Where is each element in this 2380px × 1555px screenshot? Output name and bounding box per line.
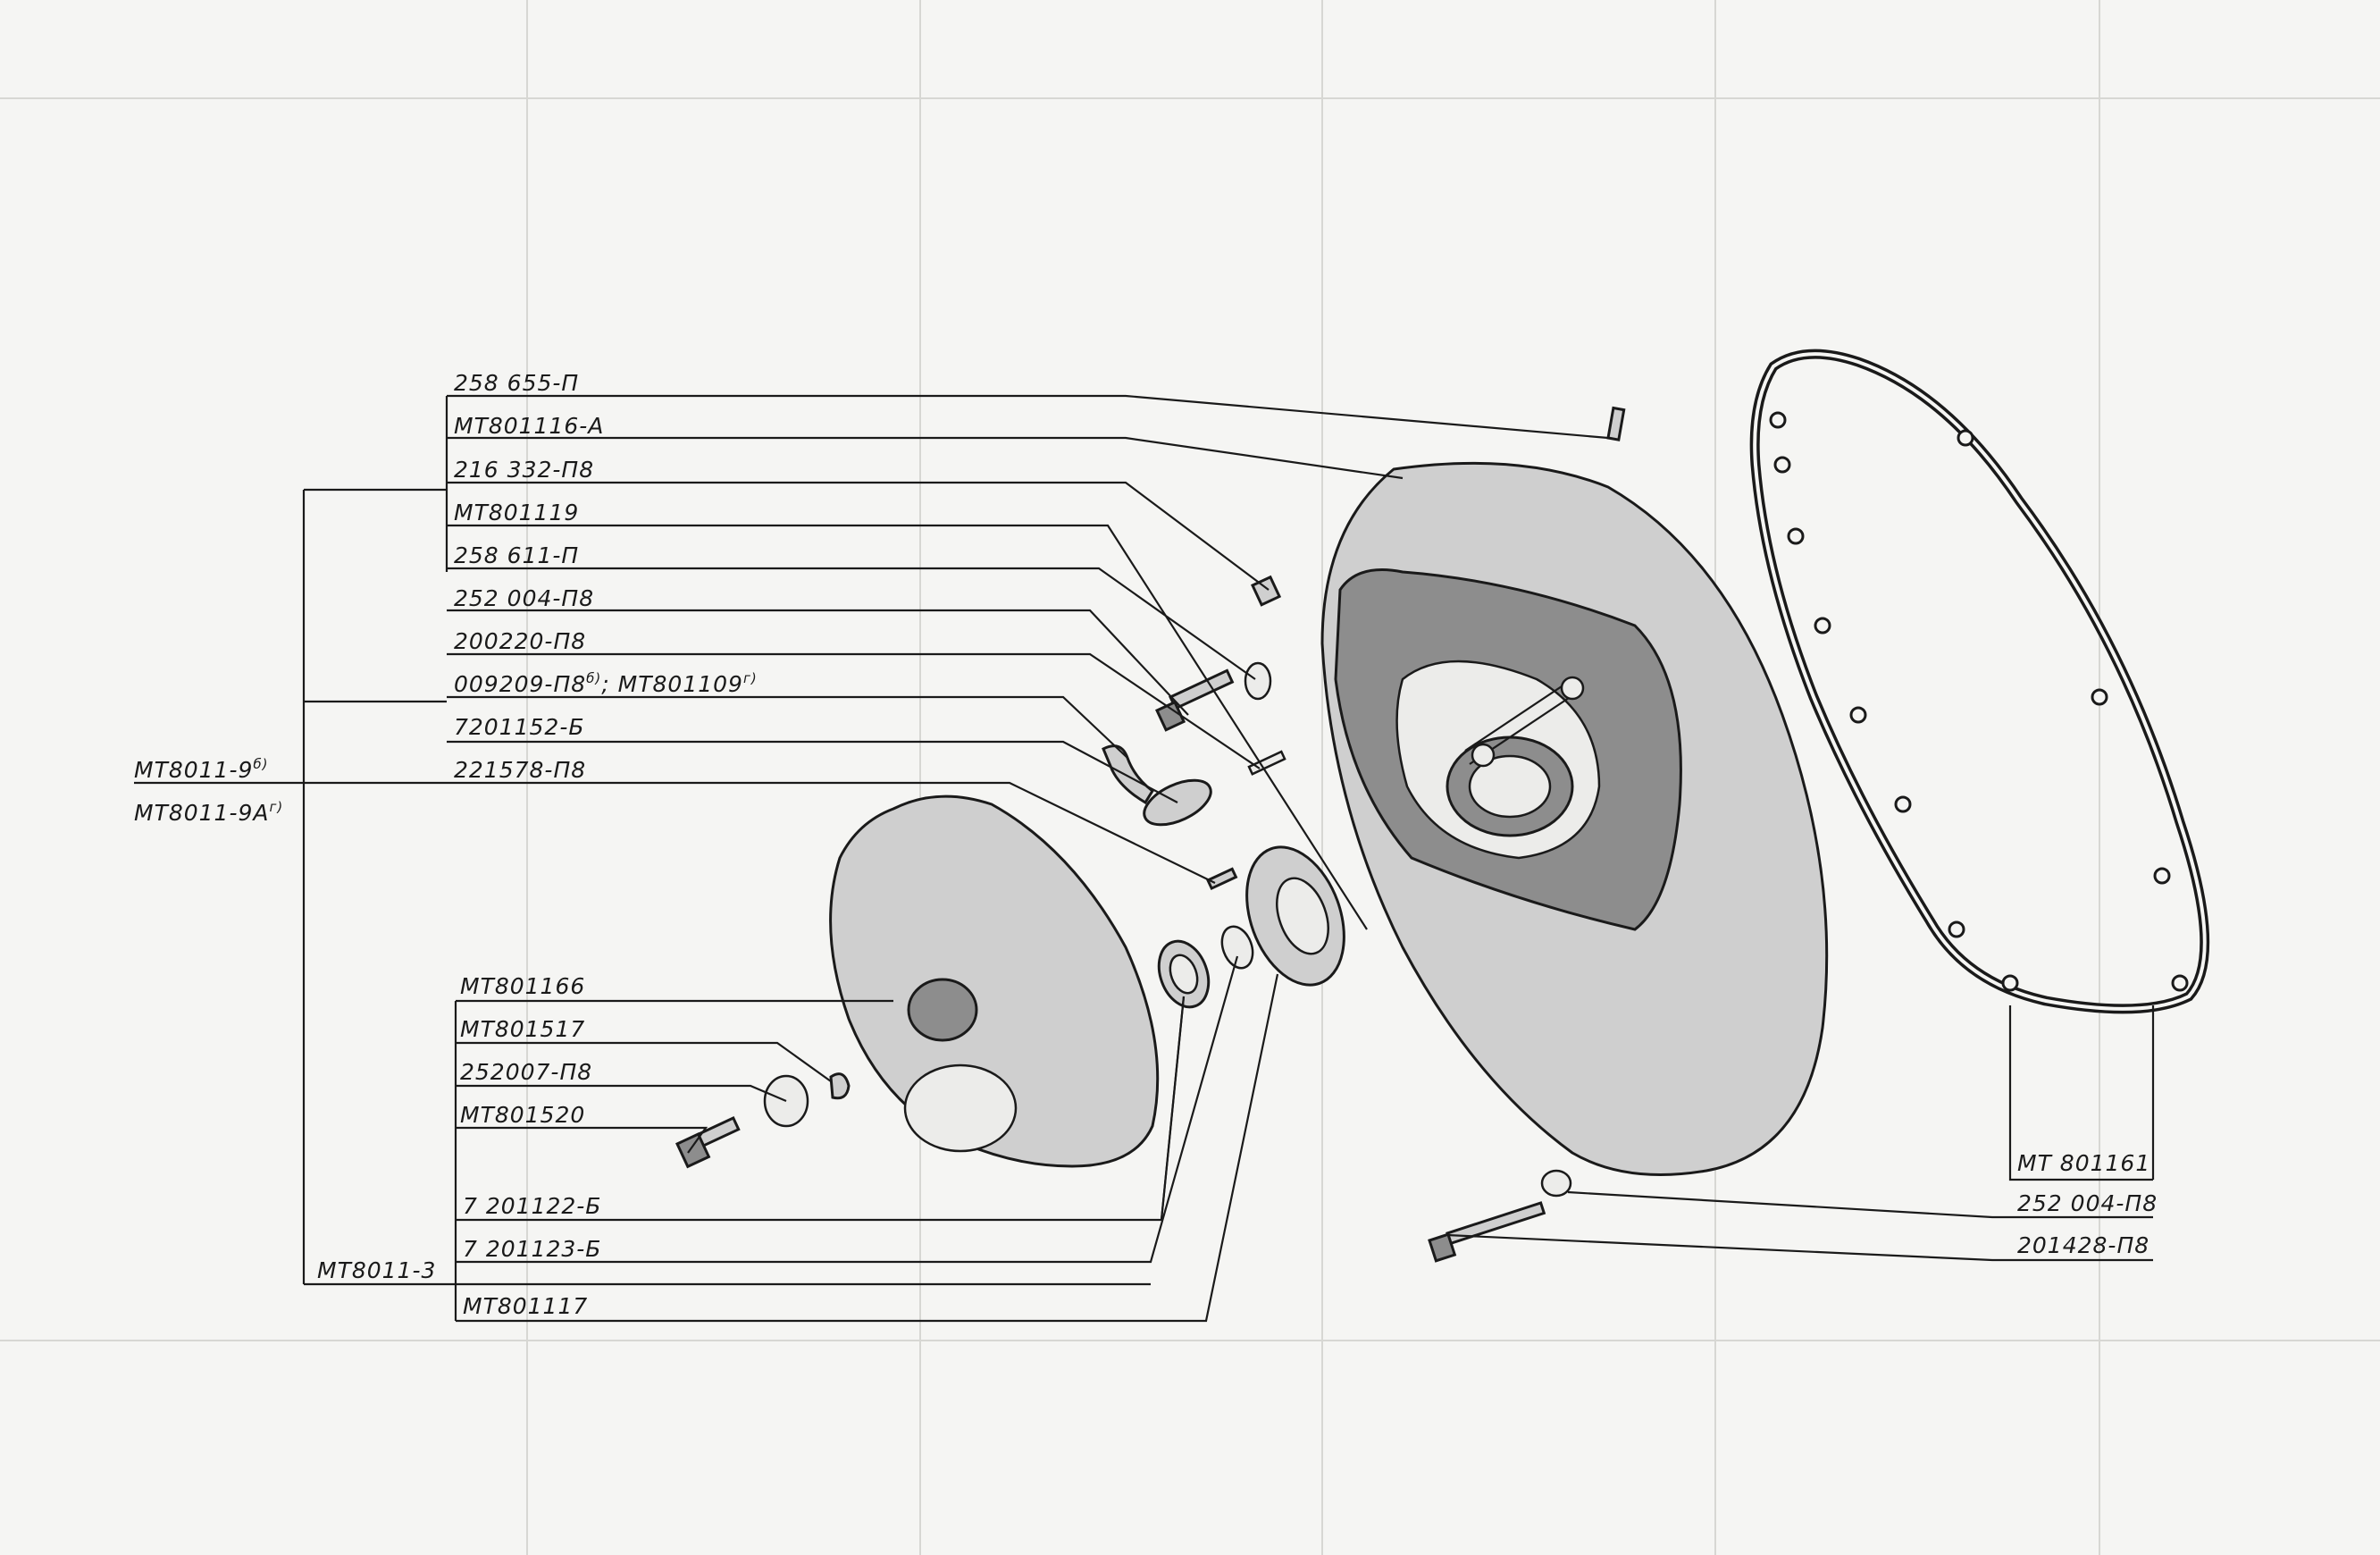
label-mt801119: МТ801119	[454, 500, 579, 525]
label-7201123: 7 201123-Б	[463, 1236, 601, 1262]
leader-lines	[134, 394, 2155, 1323]
label-258611: 258 611-П	[454, 542, 579, 568]
label-mt801166: МТ801166	[460, 973, 585, 999]
label-221578: 221578-П8	[454, 757, 586, 783]
crankcase-cover	[1320, 461, 1829, 1176]
label-mt8011-9: МТ8011-9б)	[134, 756, 269, 783]
label-252007: 252007-П8	[460, 1059, 592, 1085]
label-mt801517: МТ801517	[460, 1016, 585, 1042]
label-009209: 009209-П8б); МТ801109г)	[454, 670, 758, 697]
part-labels: 258 655-П МТ801116-А 216 332-П8 МТ801119…	[134, 370, 2158, 1319]
label-7201152: 7201152-Б	[454, 714, 585, 740]
gasket	[1749, 349, 2210, 1014]
label-mt801117: МТ801117	[463, 1293, 588, 1319]
label-mt801116a: МТ801116-А	[454, 413, 604, 439]
label-216332: 216 332-П8	[454, 457, 594, 483]
label-200220: 200220-П8	[454, 628, 586, 654]
label-mt801161: МТ 801161	[2017, 1150, 2150, 1176]
label-mt8011-3: МТ8011-3	[317, 1257, 436, 1283]
label-201428: 201428-П8	[2017, 1232, 2150, 1258]
label-258655: 258 655-П	[454, 370, 579, 396]
label-252004-top: 252 004-П8	[454, 585, 594, 611]
small-parts	[675, 406, 1626, 1263]
generator-cover	[829, 794, 1160, 1168]
label-mt8011-9a: МТ8011-9Аг)	[134, 799, 283, 826]
label-7201122: 7 201122-Б	[463, 1193, 601, 1219]
label-mt801520: МТ801520	[460, 1102, 585, 1128]
label-252004-right: 252 004-П8	[2017, 1190, 2158, 1216]
